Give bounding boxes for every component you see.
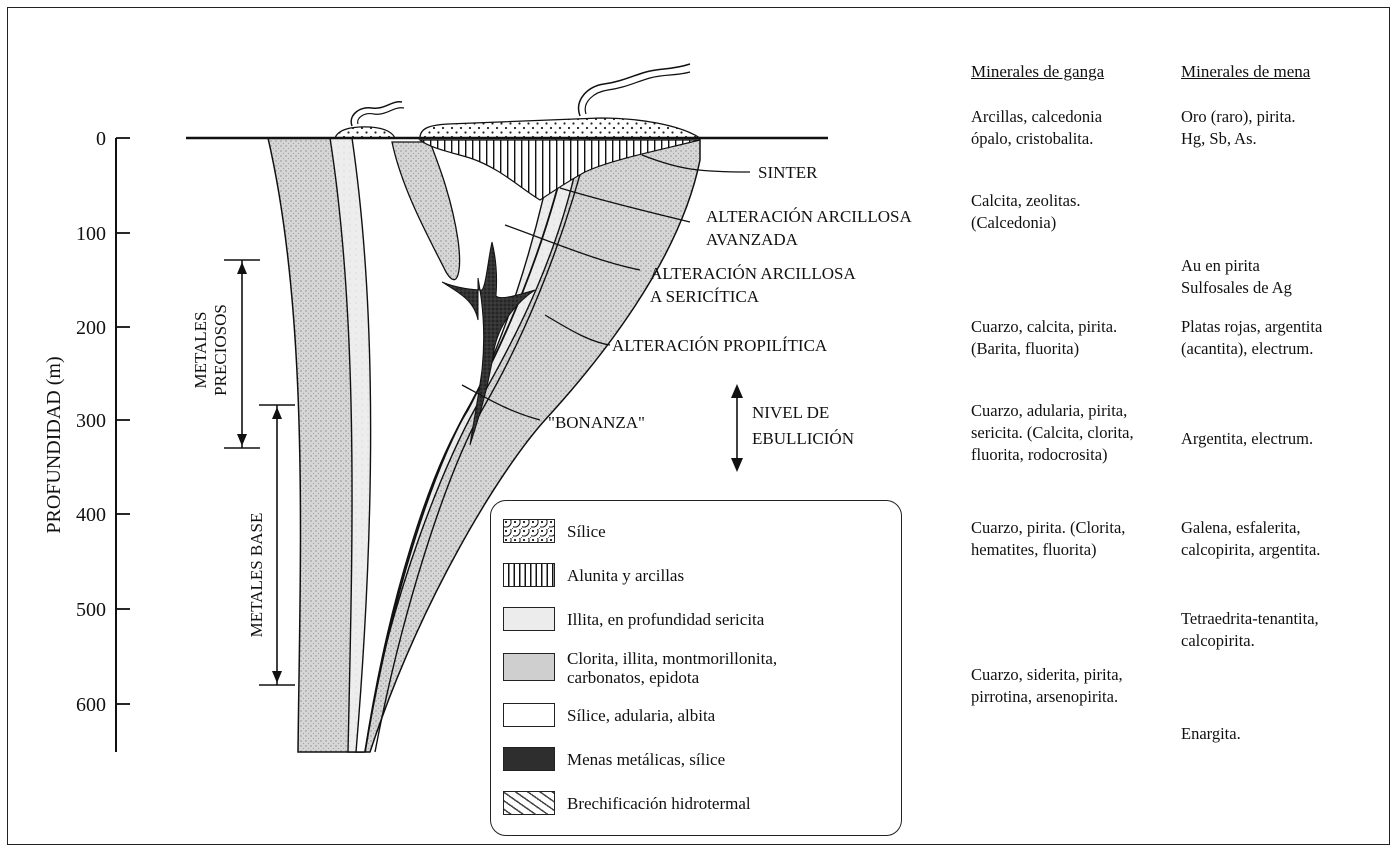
legend-swatch-light <box>503 607 555 631</box>
depth-tick-label: 200 <box>76 317 106 339</box>
ore-cell-line: Oro (raro), pirita. <box>1181 106 1296 128</box>
gangue-cell-line: Calcita, zeolitas. <box>971 190 1081 212</box>
ore-cell: Galena, esfalerita,calcopirita, argentit… <box>1181 517 1320 561</box>
callout-argillic-sericitic-1: ALTERACIÓN ARCILLOSA <box>650 264 856 283</box>
depth-axis-label: PROFUNDIDAD (m) <box>43 356 65 533</box>
legend-label: Illita, en profundidad sericita <box>567 610 764 629</box>
small-sinter-deposit <box>335 127 395 138</box>
ore-cell-line: Au en pirita <box>1181 255 1292 277</box>
legend-label: Sílice <box>567 522 606 541</box>
legend-label: Sílice, adularia, albita <box>567 706 715 725</box>
gangue-cell-line: sericita. (Calcita, clorita, <box>971 422 1134 444</box>
legend-swatch-blank <box>503 703 555 727</box>
base-metals-label: METALES BASE <box>247 513 266 638</box>
depth-tick-labels: 0 100 200 300 400 500 600 <box>76 128 106 716</box>
legend-swatch-vlines <box>503 563 555 587</box>
boiling-level-arrow <box>731 384 743 472</box>
ore-header: Minerales de mena <box>1181 62 1310 82</box>
gangue-cell-line: Cuarzo, adularia, pirita, <box>971 400 1134 422</box>
gangue-cell-line: ópalo, cristobalita. <box>971 128 1102 150</box>
ore-cell: Oro (raro), pirita.Hg, Sb, As. <box>1181 106 1296 150</box>
callout-argillic-sericitic-2: A SERICÍTICA <box>650 287 760 306</box>
gangue-cell: Cuarzo, calcita, pirita.(Barita, fluorit… <box>971 316 1117 360</box>
legend: Sílice Alunita y arcillas Illita, en pro… <box>490 500 902 836</box>
callout-advanced-argillic-1: ALTERACIÓN ARCILLOSA <box>706 207 912 226</box>
ore-cell: Enargita. <box>1181 723 1241 745</box>
gangue-cell-line: pirrotina, arsenopirita. <box>971 686 1123 708</box>
sinter-deposit <box>420 118 700 138</box>
gangue-cell-line: hematites, fluorita) <box>971 539 1125 561</box>
ore-cell-line: Sulfosales de Ag <box>1181 277 1292 299</box>
legend-label: Alunita y arcillas <box>567 566 684 585</box>
depth-axis <box>116 138 130 752</box>
depth-tick-label: 600 <box>76 694 106 716</box>
callout-sinter: SINTER <box>758 163 818 182</box>
depth-tick-label: 0 <box>96 128 106 150</box>
ore-cell: Argentita, electrum. <box>1181 428 1313 450</box>
gangue-cell-line: Cuarzo, siderita, pirita, <box>971 664 1123 686</box>
ore-cell-line: Galena, esfalerita, <box>1181 517 1320 539</box>
gangue-cell-line: Cuarzo, pirita. (Clorita, <box>971 517 1125 539</box>
legend-label: Menas metálicas, sílice <box>567 750 725 769</box>
depth-tick-label: 400 <box>76 504 106 526</box>
callout-propylitic: ALTERACIÓN PROPILÍTICA <box>612 336 828 355</box>
depth-tick-label: 100 <box>76 223 106 245</box>
legend-swatch-breccia <box>503 791 555 815</box>
callout-bonanza: "BONANZA" <box>548 413 645 432</box>
gangue-cell-line: Arcillas, calcedonia <box>971 106 1102 128</box>
ore-cell-line: Argentita, electrum. <box>1181 428 1313 450</box>
legend-label-1: Clorita, illita, montmorillonita, <box>567 649 777 668</box>
depth-tick-label: 500 <box>76 599 106 621</box>
boiling-level-label-2: EBULLICIÓN <box>752 429 854 448</box>
ore-cell-line: Hg, Sb, As. <box>1181 128 1296 150</box>
gangue-cell-line: (Calcedonia) <box>971 212 1081 234</box>
ore-cell-line: (acantita), electrum. <box>1181 338 1322 360</box>
callout-advanced-argillic-2: AVANZADA <box>706 230 799 249</box>
boiling-level-label-1: NIVEL DE <box>752 403 829 422</box>
legend-swatch-dots <box>503 519 555 543</box>
ore-cell: Platas rojas, argentita(acantita), elect… <box>1181 316 1322 360</box>
gangue-cell: Cuarzo, pirita. (Clorita,hematites, fluo… <box>971 517 1125 561</box>
legend-swatch-stipple <box>503 653 555 681</box>
ore-cell: Tetraedrita-tenantita,calcopirita. <box>1181 608 1319 652</box>
legend-label: Brechificación hidrotermal <box>567 794 751 813</box>
ore-cell-line: Enargita. <box>1181 723 1241 745</box>
ore-cell-line: Tetraedrita-tenantita, <box>1181 608 1319 630</box>
ore-cell-line: calcopirita, argentita. <box>1181 539 1320 561</box>
ore-cell-line: calcopirita. <box>1181 630 1319 652</box>
gangue-cell: Cuarzo, adularia, pirita,sericita. (Calc… <box>971 400 1134 466</box>
gangue-cell-line: fluorita, rodocrosita) <box>971 444 1134 466</box>
legend-swatch-dark <box>503 747 555 771</box>
gangue-cell: Calcita, zeolitas.(Calcedonia) <box>971 190 1081 234</box>
ore-cell-line: Platas rojas, argentita <box>1181 316 1322 338</box>
gangue-cell: Cuarzo, siderita, pirita,pirrotina, arse… <box>971 664 1123 708</box>
gangue-cell-line: (Barita, fluorita) <box>971 338 1117 360</box>
steam-plume-right <box>579 64 690 116</box>
gangue-header: Minerales de ganga <box>971 62 1104 82</box>
precious-metals-label-1: METALES <box>191 311 210 388</box>
depth-tick-label: 300 <box>76 410 106 432</box>
legend-label-2: carbonatos, epidota <box>567 668 699 687</box>
gangue-cell-line: Cuarzo, calcita, pirita. <box>971 316 1117 338</box>
precious-metals-label-2: PRECIOSOS <box>211 304 230 396</box>
